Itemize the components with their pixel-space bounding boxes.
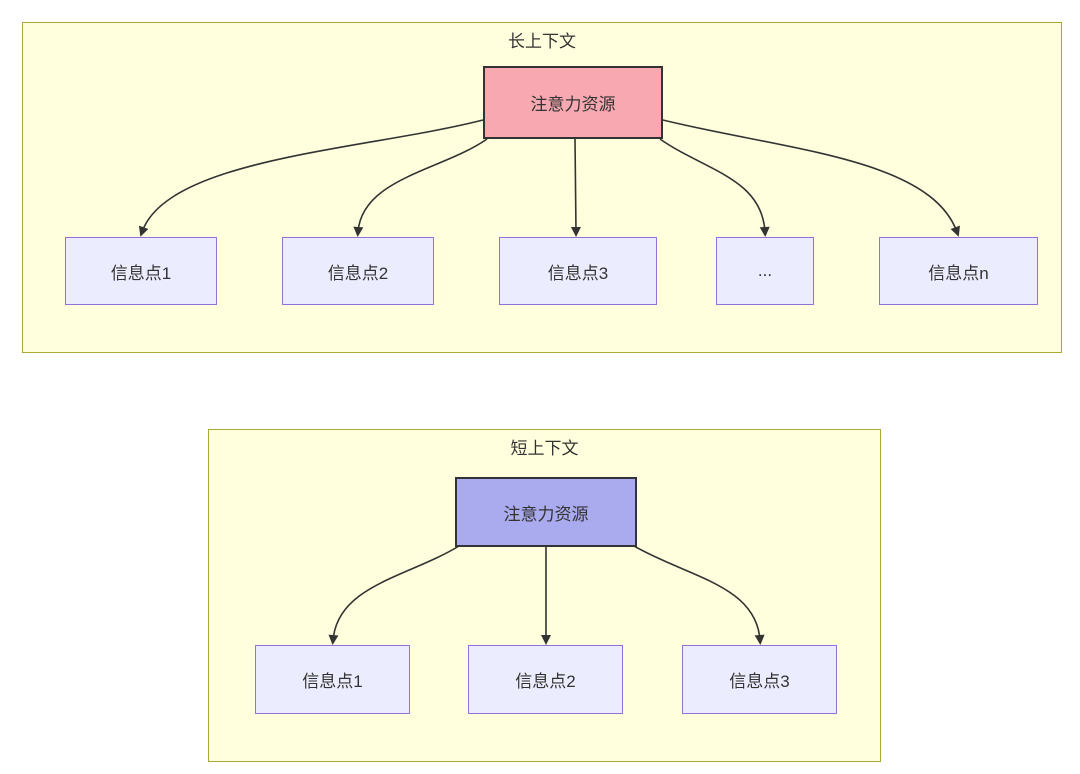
info-node-short-1: 信息点1 xyxy=(255,645,410,714)
info-node-short-2: 信息点2 xyxy=(468,645,623,714)
cluster-short-context-title: 短上下文 xyxy=(510,439,579,458)
attention-resource-node-short: 注意力资源 xyxy=(455,477,637,547)
info-node-long-n: 信息点n xyxy=(879,237,1038,305)
cluster-long-context-title: 长上下文 xyxy=(508,32,576,51)
info-node-long-3: 信息点3 xyxy=(499,237,657,305)
info-node-long-2: 信息点2 xyxy=(282,237,434,305)
info-node-short-3: 信息点3 xyxy=(682,645,837,714)
attention-resource-node-long: 注意力资源 xyxy=(483,66,663,139)
info-node-long-ellipsis: ... xyxy=(716,237,814,305)
info-node-long-1: 信息点1 xyxy=(65,237,217,305)
